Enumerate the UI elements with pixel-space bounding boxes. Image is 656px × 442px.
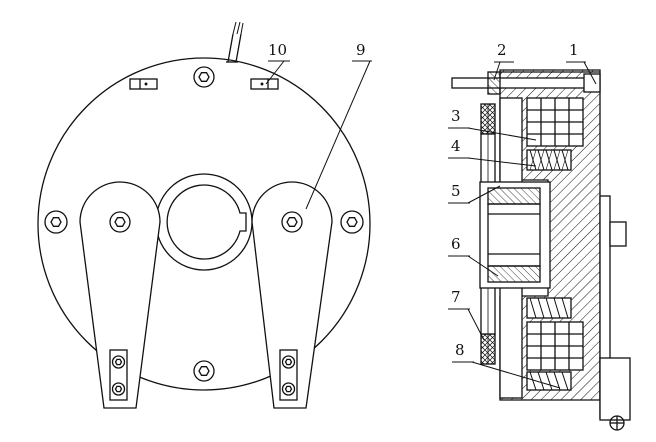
- hub-bore: [155, 173, 253, 271]
- brake-disc-outline: [37, 57, 371, 391]
- front-leaders: [265, 60, 372, 210]
- lower-springs: [526, 297, 572, 391]
- upper-springs: [526, 149, 572, 171]
- bolt-right: [340, 210, 364, 234]
- side-cover: [599, 195, 631, 431]
- callout-5: 5: [451, 182, 461, 200]
- front-view: [37, 21, 372, 409]
- callout-7: 7: [451, 288, 461, 306]
- bolt-left: [44, 210, 68, 234]
- callout-10: 10: [268, 41, 287, 59]
- bolt-bottom: [193, 360, 215, 382]
- callout-1: 1: [569, 41, 579, 59]
- hub-section: [479, 181, 551, 289]
- left-brake-arm: [79, 181, 161, 409]
- callout-9: 9: [356, 41, 366, 59]
- upper-coil: [526, 97, 584, 147]
- section-view: [448, 61, 631, 431]
- callout-6: 6: [451, 235, 461, 253]
- lead-wire: [226, 21, 244, 63]
- top-blocks: [129, 78, 279, 90]
- section-leaders: [448, 61, 597, 389]
- callout-4: 4: [451, 137, 461, 155]
- right-brake-arm: [251, 181, 333, 409]
- callout-2: 2: [497, 41, 507, 59]
- callout-3: 3: [451, 107, 461, 125]
- callout-8: 8: [455, 341, 465, 359]
- bolt-top: [193, 66, 215, 88]
- lower-coil: [526, 321, 584, 371]
- callouts: 10 9 2 1 3 4 5 6 7 8: [268, 41, 579, 359]
- mounting-bolt: [451, 71, 601, 95]
